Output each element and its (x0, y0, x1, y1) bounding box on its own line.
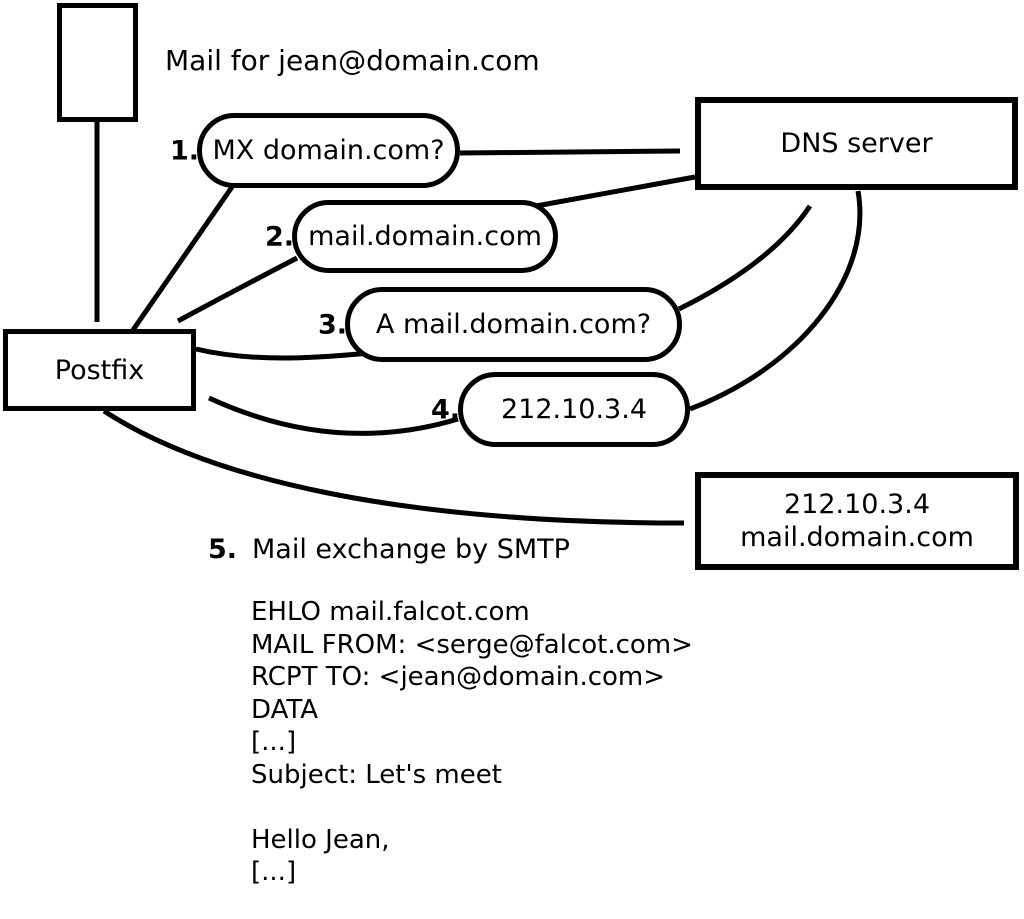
mail-server-ip: 212.10.3.4 (784, 489, 930, 520)
step-2-label: mail.domain.com (308, 221, 542, 252)
mail-server-hostname: mail.domain.com (740, 522, 974, 553)
edge-response2-to-postfix-arrow (176, 255, 299, 324)
edge-postfix-to-query1 (130, 185, 235, 332)
dns-server-node: DNS server (695, 97, 1018, 190)
edge-query3-to-dns-arrow (677, 204, 813, 312)
step-3-number: 3. (317, 309, 347, 340)
step-3-query-a-pill: 3. A mail.domain.com? (318, 287, 682, 362)
step-1-label: MX domain.com? (212, 135, 445, 166)
edge-postfix-to-query3 (195, 346, 381, 361)
step-4-number: 4. (430, 394, 460, 425)
step-3-label: A mail.domain.com? (375, 309, 652, 340)
postfix-label: Postfix (54, 354, 145, 386)
mail-message-node (57, 3, 138, 122)
edge-response4-to-postfix-arrow (207, 395, 459, 436)
diagram-title: Mail for jean@domain.com (165, 44, 540, 77)
step-1-number: 1. (169, 135, 199, 166)
step-5-caption: 5. Mail exchange by SMTP (208, 534, 570, 565)
step-5-number: 5. (208, 534, 238, 565)
edge-postfix-to-mailserver-arrow (102, 408, 685, 526)
smtp-dialog-text: EHLO mail.falcot.com MAIL FROM: <serge@f… (251, 597, 693, 887)
mail-server-node: 212.10.3.4 mail.domain.com (695, 472, 1019, 570)
step-2-response-mx-pill: 2. mail.domain.com (265, 200, 558, 273)
edge-dns-to-response4 (689, 190, 863, 412)
step-1-query-mx-pill: 1. MX domain.com? (170, 113, 460, 188)
edge-dns-to-response2 (535, 174, 696, 209)
dns-server-label: DNS server (780, 128, 933, 159)
step-4-response-ip-pill: 4. 212.10.3.4 (431, 372, 690, 447)
step-5-label: Mail exchange by SMTP (252, 534, 570, 565)
step-4-label: 212.10.3.4 (501, 394, 647, 425)
step-2-number: 2. (264, 221, 294, 252)
postfix-node: Postfix (3, 329, 196, 411)
edge-query1-to-dns-arrow (459, 148, 681, 156)
